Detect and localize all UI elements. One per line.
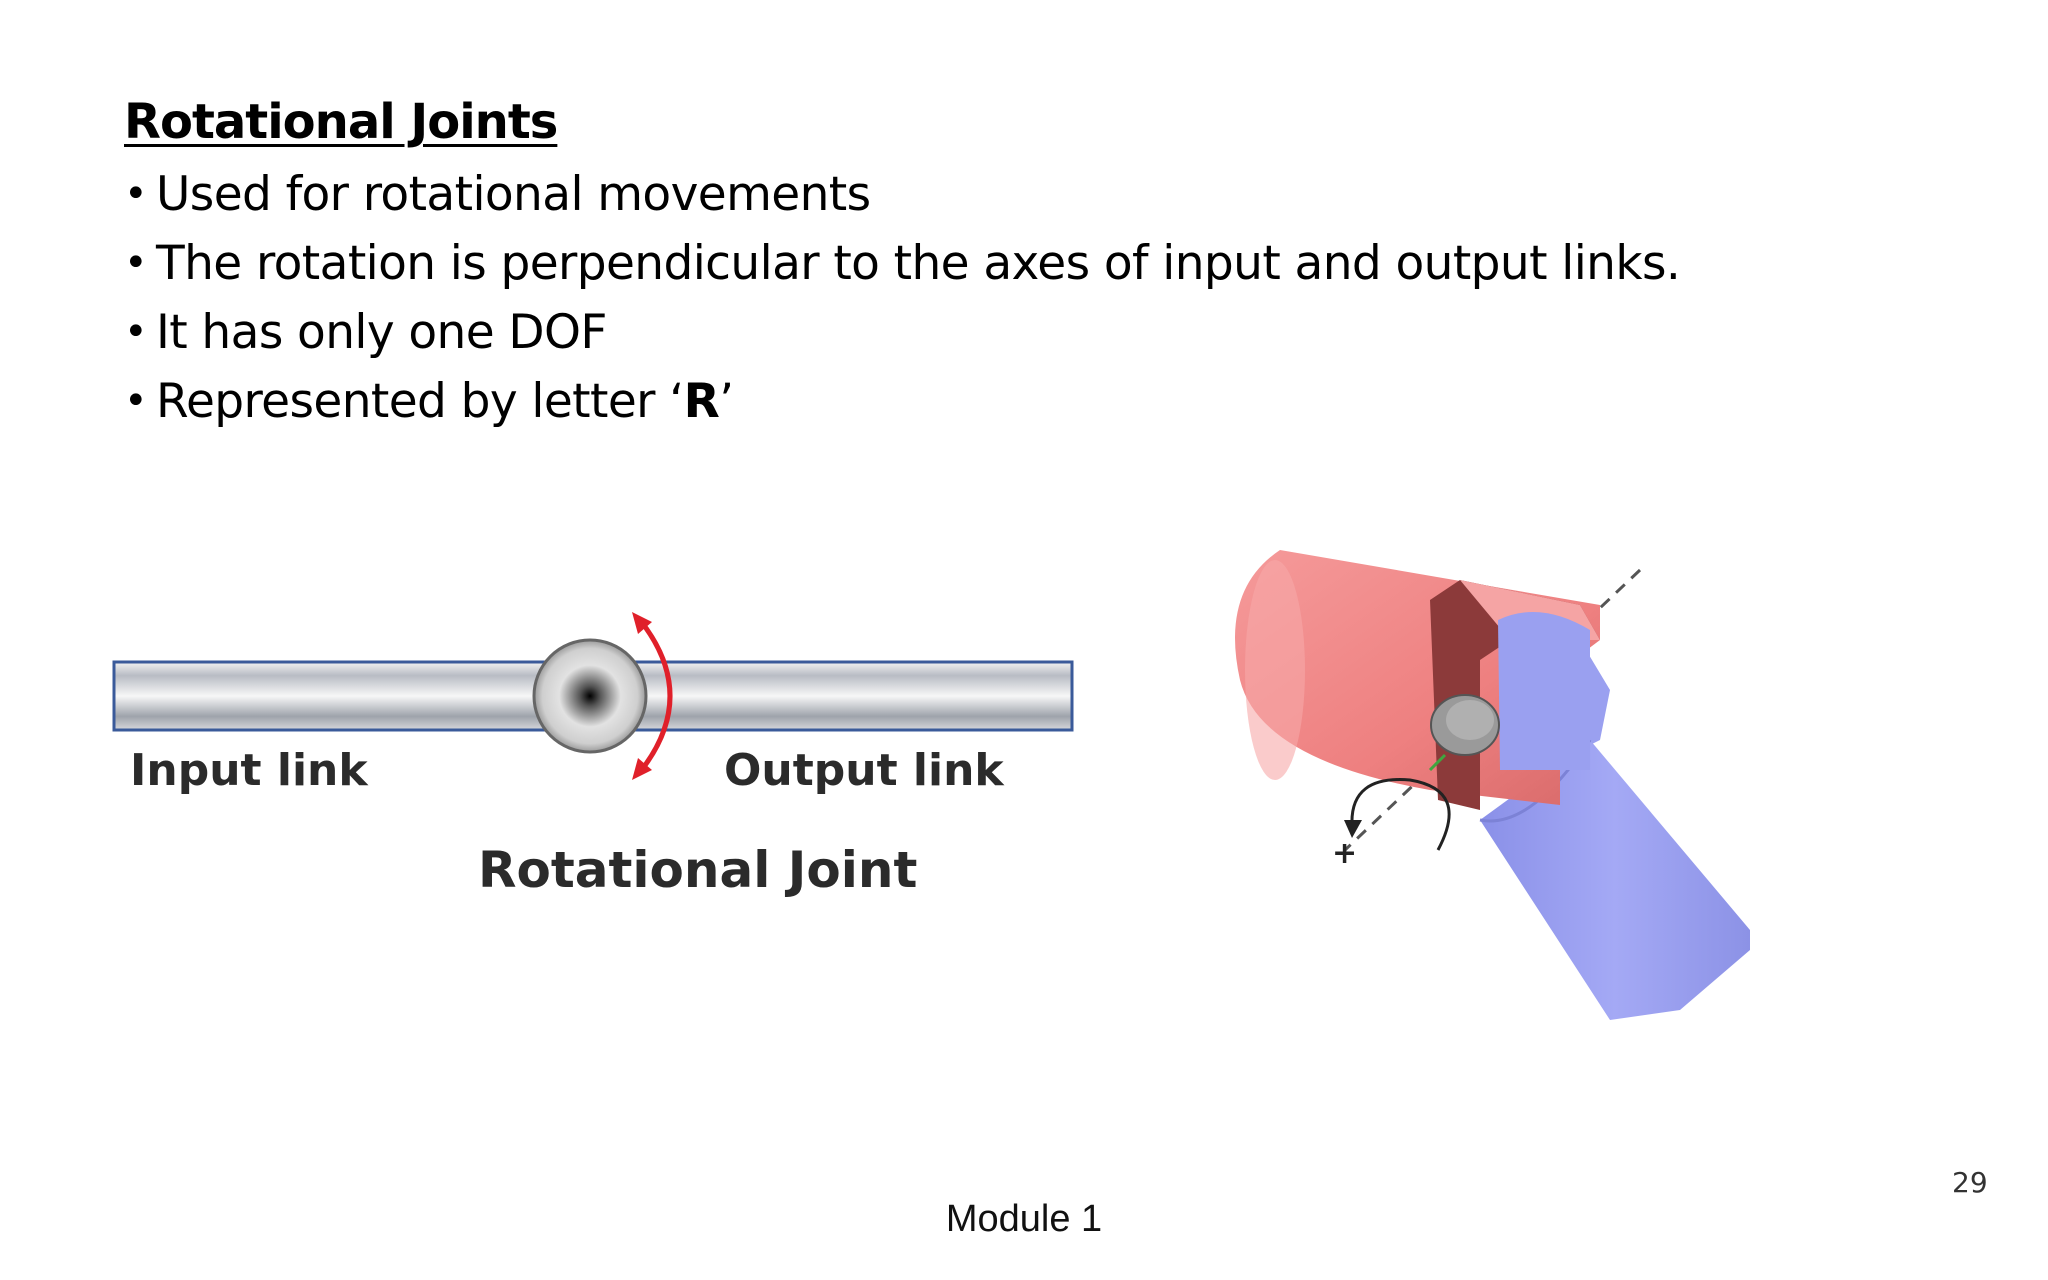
rotation-arc-arrowhead	[1344, 820, 1362, 838]
bullet-dot: •	[124, 240, 148, 286]
upper-link-end-highlight	[1245, 560, 1305, 780]
rotation-arrowhead-top	[632, 612, 652, 634]
bullet-text: Used for rotational movements	[156, 167, 871, 222]
input-link-label: Input link	[130, 745, 369, 796]
bullet-dot: •	[124, 309, 148, 355]
bullet-dot: •	[124, 171, 148, 217]
bullet-text: It has only one DOF	[156, 305, 607, 360]
bullet-text: The rotation is perpendicular to the axe…	[156, 236, 1681, 291]
lower-link-knuckle	[1498, 612, 1590, 770]
bullet-item: • It has only one DOF	[124, 298, 1680, 367]
rotation-arrow	[638, 618, 673, 774]
output-link-label: Output link	[724, 745, 1005, 796]
positive-sign: +	[1332, 836, 1357, 871]
bullet-item: • Represented by letter ‘R’	[124, 367, 1680, 436]
lower-link-cylinder	[1480, 740, 1750, 1020]
bullet-text-prefix: Represented by letter ‘	[156, 374, 684, 429]
rotation-arrowhead-bottom	[632, 758, 652, 780]
rotation-arc	[1350, 778, 1451, 851]
axis-green-segment	[1428, 753, 1447, 772]
rotational-joint-schematic: Input link Output link Rotational Joint	[112, 612, 1074, 899]
bullet-list: • Used for rotational movements • The ro…	[124, 160, 1681, 436]
bullet-dot: •	[124, 378, 148, 424]
joint-pin	[532, 638, 648, 754]
figure-caption: Rotational Joint	[478, 841, 917, 899]
slide-title: Rotational Joints	[124, 94, 558, 150]
bullet-item: • Used for rotational movements	[124, 160, 1680, 229]
bullet-item: • The rotation is perpendicular to the a…	[124, 229, 1681, 298]
bullet-letter-r: R	[683, 374, 720, 429]
page-number: 29	[1952, 1166, 1988, 1199]
rotational-joint-3d: +	[1235, 550, 1750, 1020]
bullet-text-represented: Represented by letter ‘R’	[156, 367, 734, 436]
footer-module: Module 1	[945, 1198, 1103, 1240]
bullet-text-suffix: ’	[719, 374, 734, 429]
joint-pin-face	[1446, 700, 1494, 740]
